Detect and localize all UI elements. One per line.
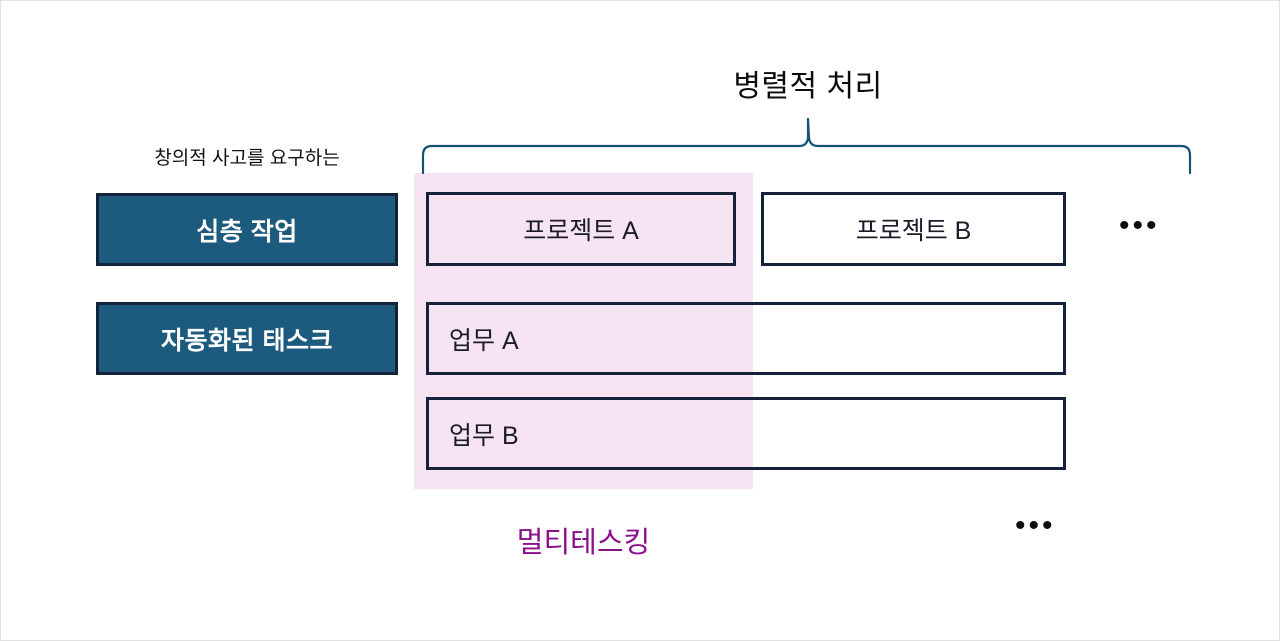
page-title: 병렬적 처리: [733, 70, 883, 103]
multitasking-highlight-band: [414, 173, 753, 489]
parallel-processing-brace-icon: [421, 117, 1192, 175]
project-b-box[interactable]: 프로젝트 B: [761, 192, 1066, 266]
projects-ellipsis-icon: •••: [1119, 209, 1160, 242]
category-label-deep-work: 심층 작업: [196, 217, 298, 246]
project-a-label: 프로젝트 A: [523, 217, 639, 245]
rows-ellipsis-icon: •••: [1015, 509, 1056, 542]
category-label-automated-tasks: 자동화된 태스크: [161, 326, 333, 355]
task-a-label: 업무 A: [449, 326, 519, 355]
task-a-box[interactable]: 업무 A: [426, 302, 1066, 375]
multitasking-label: 멀티테스킹: [516, 527, 651, 559]
project-b-label: 프로젝트 B: [855, 217, 972, 245]
category-box-automated-tasks[interactable]: 자동화된 태스크: [96, 302, 398, 375]
deep-work-caption: 창의적 사고를 요구하는: [154, 148, 340, 169]
category-box-deep-work[interactable]: 심층 작업: [96, 193, 398, 266]
project-a-box[interactable]: 프로젝트 A: [426, 192, 736, 266]
task-b-label: 업무 B: [449, 421, 519, 450]
task-b-box[interactable]: 업무 B: [426, 397, 1066, 470]
